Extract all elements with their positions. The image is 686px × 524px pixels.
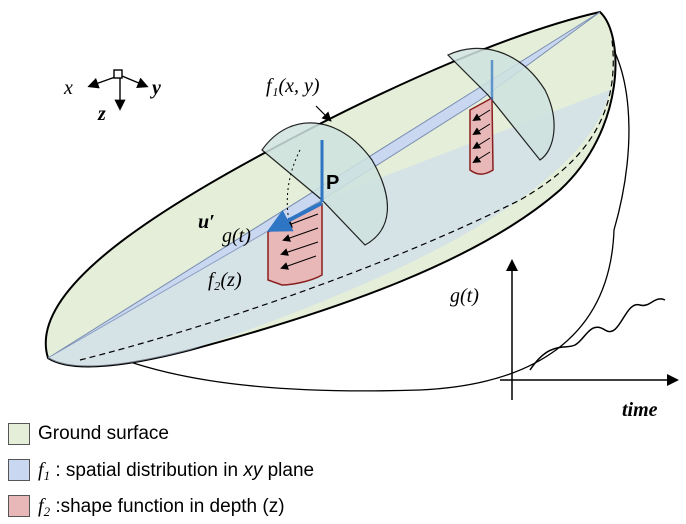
legend-item-f1: f1 : spatial distribution in xy plane xyxy=(8,452,314,488)
f1-legend-em: xy xyxy=(243,459,263,481)
f2-legend-sym: f xyxy=(38,494,44,517)
f2-legend-sub: 2 xyxy=(43,503,51,519)
legend: Ground surface f1 : spatial distribution… xyxy=(8,416,314,524)
f2-front-arrows xyxy=(280,213,319,270)
f1-legend-label: : spatial distribution in xyxy=(50,459,244,481)
f2-legend-text: f2 :shape function in depth (z) xyxy=(38,494,285,519)
f1-legend-tail: plane xyxy=(262,459,315,481)
f1-swatch xyxy=(8,459,30,481)
f2-label: f₂(z) xyxy=(208,269,242,291)
ground-dashed-base xyxy=(79,39,614,361)
y-axis-label: y xyxy=(150,77,161,99)
axes-icon xyxy=(87,69,149,111)
x-axis-label: x xyxy=(63,77,73,99)
f1-legend-sub: 1 xyxy=(43,467,51,483)
cross-section-back xyxy=(446,47,555,161)
time-plot-xlabel: time xyxy=(622,399,658,421)
u-arrow xyxy=(266,201,323,232)
f1-legend-text: f1 : spatial distribution in xy plane xyxy=(38,458,315,483)
legend-item-f2: f2 :shape function in depth (z) xyxy=(8,488,314,524)
f1-label: f₁(x, y) xyxy=(266,75,320,97)
f2-shape-back xyxy=(469,96,494,175)
legend-item-ground: Ground surface xyxy=(8,416,314,452)
z-axis-label: z xyxy=(97,103,106,125)
point-label: P xyxy=(326,172,339,194)
cross-section-front xyxy=(261,122,389,246)
u-gt-label: g(t) xyxy=(222,225,251,247)
cross-section-front-arc xyxy=(286,149,306,261)
time-plot-ylabel: g(t) xyxy=(450,285,479,307)
f1-legend-sym: f xyxy=(38,458,44,481)
f2-back-arrows xyxy=(472,109,491,164)
ground-swatch xyxy=(8,423,30,445)
g-curve xyxy=(529,298,666,371)
u-symbol: u′ xyxy=(198,211,215,233)
f2-legend-label: :shape function in depth (z) xyxy=(50,495,285,517)
time-plot xyxy=(500,259,679,400)
f1-pointer xyxy=(315,105,332,122)
f2-swatch xyxy=(8,495,30,517)
ground-legend-label: Ground surface xyxy=(38,423,169,444)
